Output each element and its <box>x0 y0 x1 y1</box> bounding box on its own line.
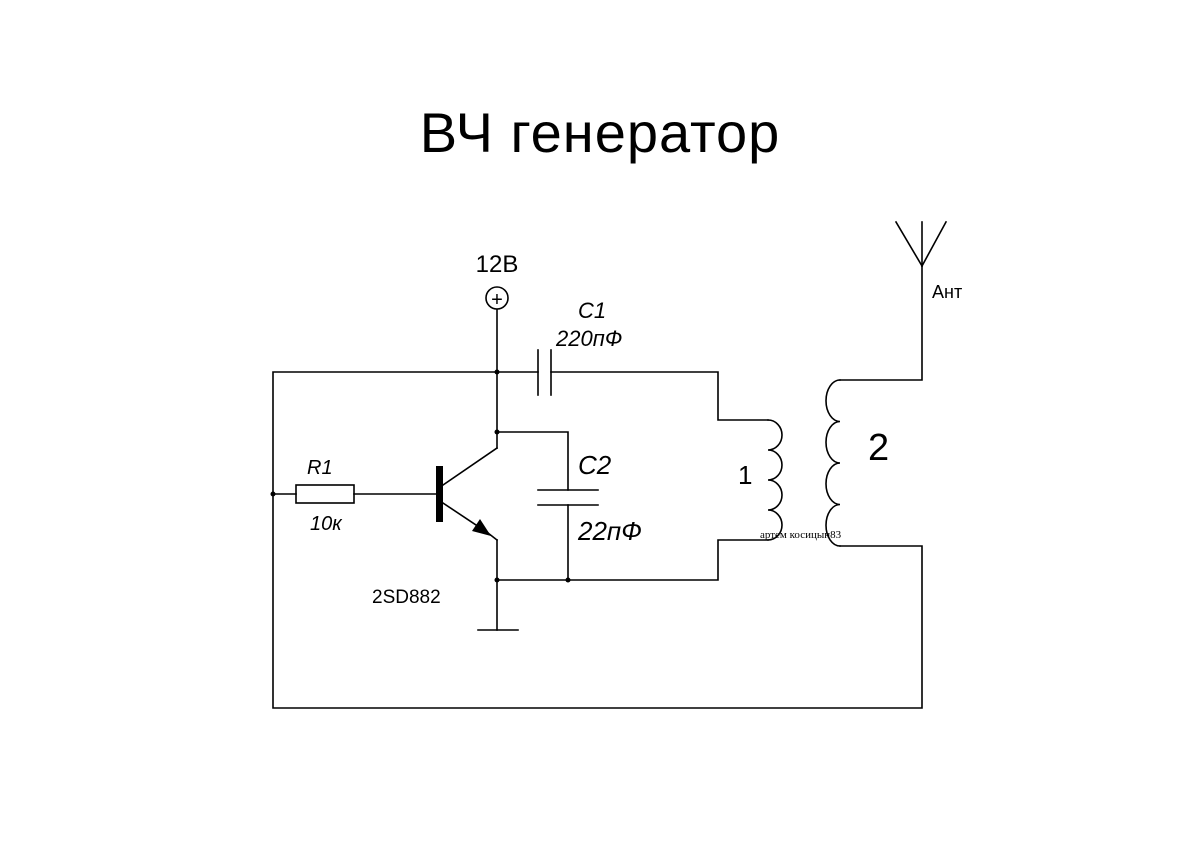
junctions <box>270 369 571 583</box>
supply-terminal-circle <box>485 286 509 310</box>
c1-name: C1 <box>578 298 606 323</box>
capacitor-c1: C1 220пФ <box>537 298 622 396</box>
transistor-emitter-lead <box>486 531 499 542</box>
resistor-r1: R1 10к <box>295 457 355 535</box>
antenna-left-arm <box>894 220 924 268</box>
coil-2: 2 <box>825 379 889 547</box>
wire-top-left <box>272 371 923 709</box>
junction-dot <box>270 491 276 497</box>
wire-antenna <box>839 265 923 381</box>
transistor-model: 2SD882 <box>372 587 441 608</box>
coil-1-winding <box>767 419 783 541</box>
r1-body <box>295 484 355 504</box>
wire-c1-right <box>550 371 769 421</box>
c2-name: C2 <box>578 450 612 480</box>
capacitor-c2: C2 22пФ <box>537 450 642 546</box>
emitter-arrow-icon <box>472 519 491 536</box>
c2-value: 22пФ <box>577 516 642 546</box>
transistor-collector <box>441 446 499 487</box>
coil-2-winding <box>825 379 841 547</box>
r1-value: 10к <box>310 513 343 535</box>
wire-bottom-rail <box>496 539 769 581</box>
plus-icon: + <box>491 289 503 311</box>
junction-dot <box>494 577 500 583</box>
r1-name: R1 <box>307 457 333 479</box>
antenna-label: Ант <box>932 282 962 302</box>
wires <box>272 265 923 709</box>
c1-value: 220пФ <box>555 326 622 351</box>
author-credit: артем косицын83 <box>760 529 842 541</box>
antenna-icon: Ант <box>894 220 962 302</box>
coil-2-label: 2 <box>868 427 889 469</box>
antenna-right-arm <box>920 220 948 268</box>
wire-collector-c2 <box>496 431 569 491</box>
diagram-title: ВЧ генератор <box>419 101 781 164</box>
coil-1: 1 <box>738 419 783 541</box>
transistor-base-bar <box>436 466 443 522</box>
supply-label: 12В <box>476 251 519 278</box>
coil-1-label: 1 <box>738 460 752 490</box>
supply-terminal: + 12В <box>476 251 519 311</box>
transistor-npn: 2SD882 <box>372 431 499 608</box>
junction-dot <box>565 577 571 583</box>
junction-dot <box>494 369 500 375</box>
